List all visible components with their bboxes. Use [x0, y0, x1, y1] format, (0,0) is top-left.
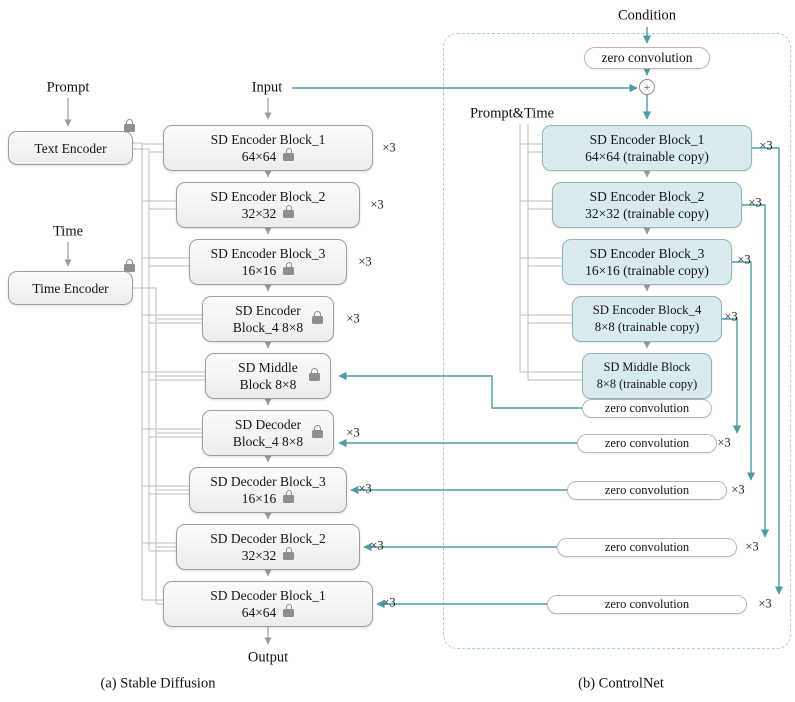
times3-label: ×3	[758, 596, 772, 611]
sd-decoder-block-1: SD Decoder Block_1 64×64	[163, 581, 373, 627]
cn-middle-block: SD Middle Block 8×8 (trainable copy)	[582, 353, 712, 399]
sd-decoder-block-3: SD Decoder Block_3 16×16	[189, 467, 347, 513]
times3-label: ×3	[745, 539, 759, 554]
caption-stable-diffusion: (a) Stable Diffusion	[100, 675, 216, 692]
text-encoder-block: Text Encoder	[8, 119, 135, 165]
block-title: SD Encoder Block_1	[589, 132, 705, 147]
times3-label: ×3	[731, 482, 745, 497]
block-subtitle: 64×64	[241, 605, 277, 620]
lock-icon	[283, 261, 295, 275]
block-title: SD Middle	[238, 360, 298, 375]
block-title: SD Decoder Block_1	[210, 588, 326, 603]
block-subtitle: Block_4 8×8	[232, 320, 304, 335]
block-subtitle: 16×16 (trainable copy)	[585, 263, 709, 278]
block-title: SD Encoder Block_4	[592, 303, 702, 317]
time-encoder-block: Time Encoder	[8, 259, 135, 305]
times3-label: ×3	[382, 140, 396, 155]
prompt-label: Prompt	[46, 79, 90, 96]
lock-icon	[283, 204, 295, 218]
cn-bus-line-1	[519, 124, 582, 373]
times3-label: ×3	[748, 195, 762, 210]
block-title: SD Decoder Block_2	[210, 531, 326, 546]
block-subtitle: 8×8 (trainable copy)	[594, 320, 700, 334]
block-subtitle: 32×32 (trainable copy)	[585, 206, 709, 221]
times3-label: ×3	[717, 435, 731, 450]
caption-controlnet: (b) ControlNet	[578, 675, 664, 692]
times3-label: ×3	[737, 252, 751, 267]
output-label: Output	[247, 649, 289, 666]
sd-bus-line-3	[133, 287, 205, 605]
block-subtitle: 64×64	[241, 149, 277, 164]
times3-label: ×3	[382, 595, 396, 610]
prompt-time-label: Prompt&Time	[469, 105, 555, 122]
sd-decoder-block-4: SD Decoder Block_4 8×8	[202, 410, 334, 456]
block-subtitle: Block_4 8×8	[232, 434, 304, 449]
block-title: SD Encoder	[235, 303, 301, 318]
times3-label: ×3	[346, 425, 360, 440]
zero-convolution-pill-middle: zero convolution	[582, 399, 712, 418]
controlnet-dashed-region	[443, 33, 791, 649]
block-title: SD Encoder Block_2	[589, 189, 705, 204]
cn-bus-line-2	[527, 124, 582, 381]
lock-icon	[283, 603, 295, 617]
sd-bus-line-1	[133, 142, 205, 601]
time-label: Time	[52, 223, 84, 240]
lock-icon	[283, 147, 295, 161]
zero-convolution-pill-2: zero convolution	[567, 481, 727, 500]
sd-encoder-block-2: SD Encoder Block_2 32×32	[176, 182, 360, 228]
times3-label: ×3	[358, 254, 372, 269]
block-title: SD Decoder	[234, 417, 302, 432]
sd-encoder-block-1: SD Encoder Block_1 64×64	[163, 125, 373, 171]
time-encoder-label: Time Encoder	[32, 280, 109, 296]
block-title: SD Encoder Block_3	[210, 246, 326, 261]
block-title: SD Encoder Block_3	[589, 246, 705, 261]
zero-convolution-pill-1: zero convolution	[577, 434, 717, 453]
times3-label: ×3	[370, 538, 384, 553]
lock-icon	[312, 425, 323, 438]
sd-bus-line-2	[133, 148, 205, 552]
block-title: SD Decoder Block_3	[210, 474, 326, 489]
block-title: SD Encoder Block_1	[210, 132, 326, 147]
times3-label: ×3	[759, 138, 773, 153]
block-subtitle: 32×32	[241, 548, 277, 563]
times3-label: ×3	[358, 481, 372, 496]
block-title: SD Encoder Block_2	[210, 189, 326, 204]
sd-decoder-block-2: SD Decoder Block_2 32×32	[176, 524, 360, 570]
lock-icon	[124, 119, 135, 132]
cn-encoder-block-2: SD Encoder Block_2 32×32 (trainable copy…	[552, 182, 742, 228]
block-subtitle: 32×32	[241, 206, 277, 221]
lock-icon	[283, 489, 295, 503]
block-title: SD Middle Block	[603, 360, 691, 374]
plus-sign: +	[643, 80, 651, 94]
cn-encoder-block-4: SD Encoder Block_4 8×8 (trainable copy)	[572, 296, 722, 342]
text-encoder-label: Text Encoder	[34, 140, 107, 156]
block-subtitle: 8×8 (trainable copy)	[596, 377, 698, 391]
lock-icon	[283, 546, 295, 560]
cn-encoder-block-3: SD Encoder Block_3 16×16 (trainable copy…	[562, 239, 732, 285]
input-label: Input	[251, 79, 283, 96]
block-subtitle: Block 8×8	[239, 377, 297, 392]
zero-convolution-pill-3: zero convolution	[557, 538, 737, 557]
condition-label: Condition	[617, 7, 677, 24]
times3-label: ×3	[724, 309, 738, 324]
cn-encoder-block-1: SD Encoder Block_1 64×64 (trainable copy…	[542, 125, 752, 171]
times3-label: ×3	[370, 197, 384, 212]
add-icon: +	[639, 79, 655, 95]
lock-icon	[312, 311, 323, 324]
zero-convolution-pill-4: zero convolution	[547, 595, 747, 614]
block-subtitle: 16×16	[241, 263, 277, 278]
sd-middle-block: SD Middle Block 8×8	[205, 353, 331, 399]
lock-icon	[124, 259, 135, 272]
lock-icon	[309, 368, 320, 381]
times3-label: ×3	[346, 311, 360, 326]
block-subtitle: 16×16	[241, 491, 277, 506]
sd-encoder-block-3: SD Encoder Block_3 16×16	[189, 239, 347, 285]
block-subtitle: 64×64 (trainable copy)	[585, 149, 709, 164]
sd-encoder-block-4: SD Encoder Block_4 8×8	[202, 296, 334, 342]
zero-convolution-pill-top: zero convolution	[584, 47, 710, 69]
